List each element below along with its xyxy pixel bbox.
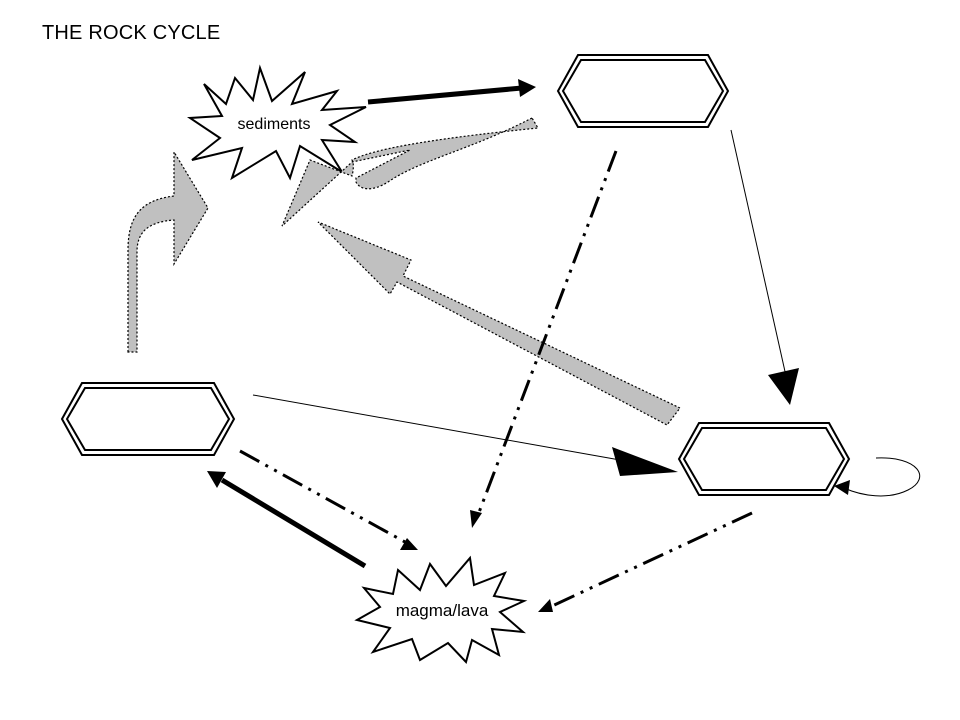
gray-curved-arrow-left-to-sediments <box>127 149 209 353</box>
hexagon-right <box>677 422 851 496</box>
arrow-top-to-right-hexagon <box>730 129 799 405</box>
magma-starburst: magma/lava <box>354 555 528 664</box>
dashdot-arrow-right-to-magma <box>538 511 753 612</box>
arrow-left-to-right-hexagon <box>252 394 678 476</box>
sediments-label: sediments <box>238 116 311 133</box>
gray-arrow-right-to-sediments <box>317 221 681 426</box>
dashdot-arrow-left-to-magma <box>239 449 418 550</box>
gray-curved-arrow-top-to-sediments <box>281 117 540 227</box>
arrow-magma-to-left-hexagon <box>207 471 367 569</box>
diagram-title: THE ROCK CYCLE <box>42 22 221 44</box>
hexagon-top-right <box>556 54 730 128</box>
hexagon-left <box>60 382 236 456</box>
sediments-starburst: sediments <box>186 64 367 181</box>
self-loop-right-hexagon <box>834 457 921 497</box>
magma-label: magma/lava <box>396 601 489 620</box>
dashdot-arrow-top-to-magma <box>470 150 618 528</box>
arrow-sediments-to-top-hexagon <box>367 79 536 105</box>
